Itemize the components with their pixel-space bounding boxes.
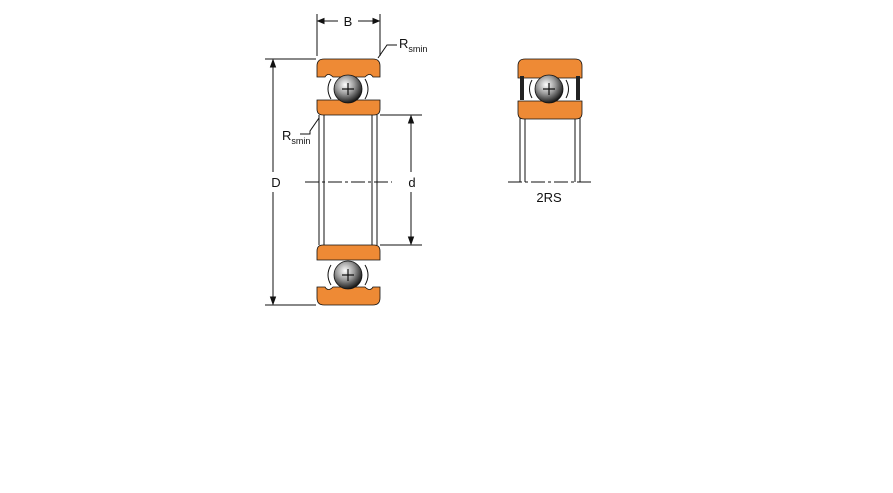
outer-diameter-label: D: [271, 175, 280, 190]
bore-lines: [305, 115, 392, 245]
radius-leaders: [300, 44, 397, 135]
width-label: B: [344, 14, 353, 29]
seal-variant-label: 2RS: [536, 190, 562, 205]
bearing-section-top: [316, 58, 381, 116]
bore-diameter-dimension: [380, 114, 422, 246]
radius-label-top: Rsmin: [399, 36, 427, 54]
width-dimension: [316, 14, 381, 56]
bearing-section-bottom: [316, 244, 381, 306]
radius-label-bottom: Rsmin: [282, 128, 310, 146]
outer-diameter-dimension: [265, 58, 316, 306]
sealed-bearing-2rs: [508, 58, 592, 183]
bore-diameter-label: d: [408, 175, 415, 190]
